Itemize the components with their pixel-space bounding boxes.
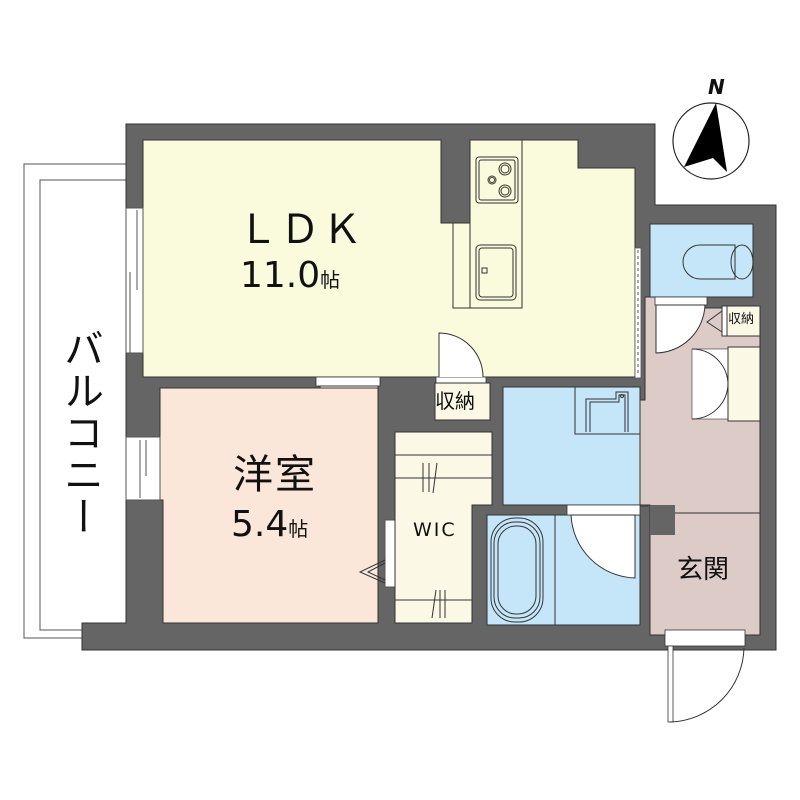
western-room-name: 洋室 bbox=[233, 452, 317, 498]
room-western bbox=[125, 387, 396, 624]
kitchen-counter bbox=[452, 139, 523, 309]
western-window[interactable] bbox=[125, 436, 161, 501]
storage-center-label: 収納 bbox=[435, 389, 475, 413]
ldk-window[interactable] bbox=[125, 207, 144, 354]
balcony bbox=[23, 163, 129, 639]
hall-storage bbox=[706, 305, 761, 337]
bathroom-door[interactable] bbox=[566, 504, 641, 579]
closet-shelf bbox=[727, 346, 761, 422]
compass-north-label: N bbox=[708, 75, 725, 99]
toilet-icon bbox=[682, 244, 754, 280]
closet-doors[interactable] bbox=[691, 348, 729, 420]
ldk-size-value: 11.0 bbox=[240, 255, 321, 296]
washbasin-icon bbox=[574, 386, 641, 435]
ldk-size: 11.0帖 bbox=[240, 256, 340, 296]
room-toilet bbox=[649, 223, 754, 298]
room-bathroom bbox=[486, 504, 641, 626]
stove-icon bbox=[475, 156, 519, 204]
entrance-label: 玄関 bbox=[677, 555, 730, 585]
balcony-label: バルコニー bbox=[57, 328, 103, 538]
bathtub-icon bbox=[490, 517, 544, 623]
wic-folding-door[interactable] bbox=[358, 519, 396, 588]
western-room-label: 洋室 bbox=[233, 453, 317, 497]
genkan-divider bbox=[650, 505, 675, 535]
room-hall bbox=[639, 296, 761, 636]
ldk-sliding-door[interactable] bbox=[634, 247, 642, 379]
room-wic bbox=[394, 431, 493, 624]
western-size-unit: 帖 bbox=[288, 517, 309, 541]
sink-icon bbox=[475, 244, 517, 301]
room-storage-center bbox=[434, 382, 491, 421]
ldk-name: ＬＤＫ bbox=[238, 207, 364, 253]
ldk-size-unit: 帖 bbox=[320, 268, 341, 292]
north-compass-icon bbox=[672, 102, 750, 180]
western-room-size: 5.4帖 bbox=[231, 505, 308, 545]
entrance-door[interactable] bbox=[664, 629, 746, 723]
storage-hall-label: 収納 bbox=[728, 312, 755, 327]
room-ldk bbox=[125, 139, 642, 446]
wic-label: WIC bbox=[413, 519, 457, 541]
ldk-label: ＬＤＫ bbox=[238, 208, 364, 252]
toilet-door[interactable] bbox=[654, 296, 708, 354]
western-size-value: 5.4 bbox=[231, 504, 289, 545]
